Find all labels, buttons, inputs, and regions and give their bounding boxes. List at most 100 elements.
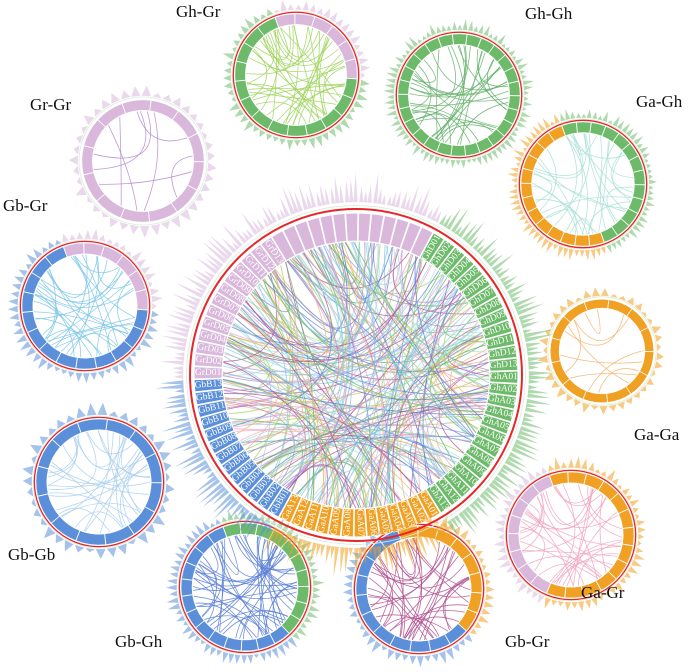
density-spike [602,111,609,123]
chromosome-block [465,443,495,469]
density-spike [165,584,177,591]
density-spike [311,598,317,605]
density-spike [624,232,630,238]
synteny-link [225,347,392,504]
density-spike [582,402,591,413]
density-spike [438,524,450,542]
density-spike [233,40,241,47]
density-spike [150,224,161,236]
density-spike [144,273,156,281]
chromosome-block [628,196,644,214]
density-spike [353,172,358,203]
red-ring [548,297,656,405]
density-spike [511,204,522,211]
synteny-link [66,333,118,355]
density-spike [173,425,192,433]
density-spike [163,345,186,352]
synteny-link [296,255,474,439]
chromosome-block [100,245,123,265]
density-spike [207,151,216,162]
density-spike [18,269,28,277]
density-spike [241,655,248,664]
density-spike [395,64,402,69]
density-spike [393,115,399,120]
synteny-link [196,587,298,607]
synteny-link [269,32,320,120]
synteny-link [553,553,619,584]
density-spike [615,239,622,248]
synteny-link [193,563,218,591]
synteny-link [171,155,193,198]
density-spike [647,195,655,201]
density-spike [356,93,369,101]
synteny-link [560,354,643,364]
circos-gb-gh [165,508,325,665]
density-spike [339,118,351,129]
density-spike [648,190,654,196]
chromosome-block [404,117,421,136]
density-spike [523,147,528,153]
synteny-link [271,243,375,329]
density-spike [360,65,371,72]
density-spike [422,35,427,41]
density-spike [7,305,18,313]
synteny-link [373,548,451,585]
density-spike [484,571,492,579]
density-spike [316,190,322,207]
density-spike [544,372,555,381]
synteny-link [193,577,253,639]
chromosome-block [473,296,504,320]
density-spike [537,355,549,364]
synteny-link [567,325,630,384]
density-spike [385,110,397,116]
synteny-link [319,36,329,116]
density-spike [625,495,633,502]
density-spike [282,640,290,650]
synteny-link [224,392,419,494]
synteny-link [108,125,138,211]
synteny-link [370,557,389,608]
synteny-link [259,282,485,409]
density-spike [168,407,188,414]
chromosome-block [127,506,155,535]
density-spike [469,627,477,635]
synteny-link [48,492,133,522]
synteny-link [250,293,339,507]
density-spike [174,451,203,468]
chromosome-block [546,582,566,598]
density-spike [597,115,603,121]
density-spike [73,165,80,176]
density-spike [185,294,201,304]
chromosome-block [148,202,178,222]
density-spike [446,519,460,538]
synteny-link [74,255,112,351]
synteny-link [426,317,478,430]
density-spike [305,540,312,556]
chromosome-block [437,34,454,48]
density-spike [638,215,649,223]
synteny-link [127,454,143,512]
synteny-link [545,490,619,529]
synteny-link [374,539,416,581]
density-spike [194,635,201,642]
chromosome-block [257,481,283,511]
density-spike [416,535,428,559]
density-spike [165,394,185,399]
chromosome-block [621,143,639,161]
chromosome-block [294,13,315,27]
density-spike [498,559,511,568]
chromosome-block [617,543,634,564]
density-spike [106,546,117,558]
density-spike [475,244,485,254]
density-spike [424,655,431,662]
chromosome-block [133,309,149,331]
synteny-link [34,311,128,335]
density-spike [641,210,648,216]
synteny-link [72,255,136,318]
synteny-link [486,59,508,107]
chromosome-block [389,635,412,652]
chromosome-block [561,122,578,136]
density-spike [69,234,76,241]
density-spike [152,93,162,99]
density-spike [620,235,626,242]
